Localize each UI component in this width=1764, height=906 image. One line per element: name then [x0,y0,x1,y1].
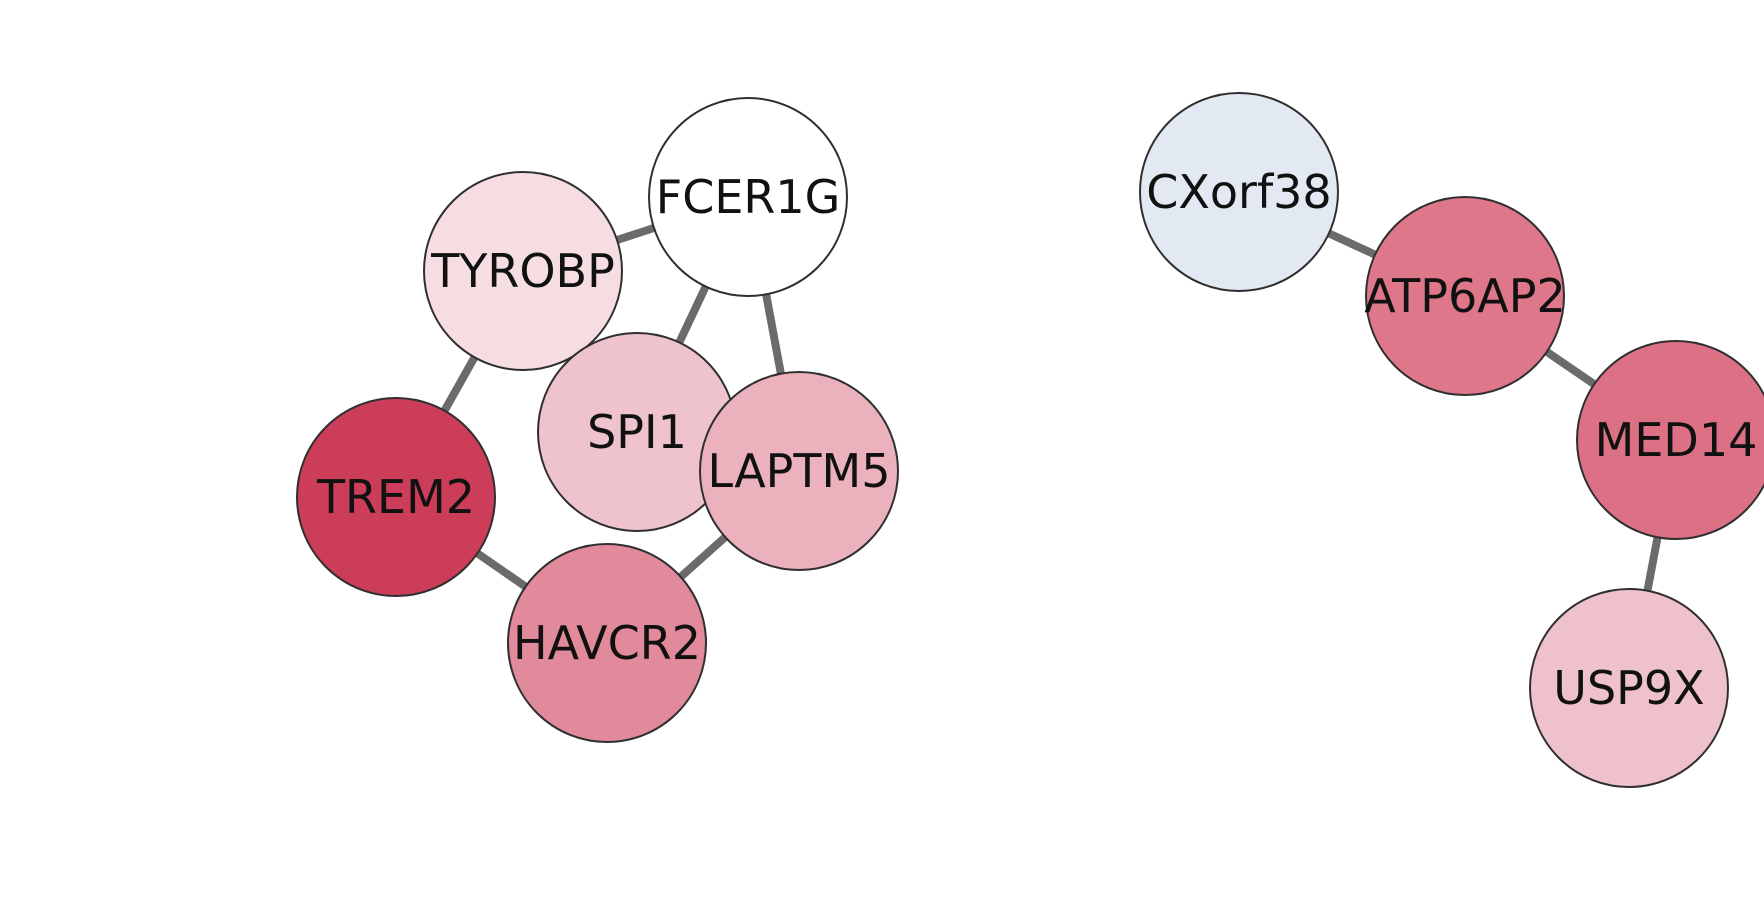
node-label-fcer1g: FCER1G [656,170,841,224]
node-tyrobp[interactable]: TYROBP [423,171,623,371]
node-cxorf38[interactable]: CXorf38 [1139,92,1339,292]
node-circle-fcer1g [648,97,848,297]
node-circle-laptm5 [699,371,899,571]
node-label-cxorf38: CXorf38 [1146,165,1331,219]
node-circle-havcr2 [507,543,707,743]
node-circle-tyrobp [423,171,623,371]
node-label-havcr2: HAVCR2 [513,616,701,670]
node-atp6ap2[interactable]: ATP6AP2 [1364,196,1566,396]
node-usp9x[interactable]: USP9X [1529,588,1729,788]
node-label-atp6ap2: ATP6AP2 [1364,269,1565,323]
node-circle-trem2 [296,397,496,597]
node-label-laptm5: LAPTM5 [708,444,891,498]
node-label-spi1: SPI1 [587,405,687,459]
node-label-med14: MED14 [1595,413,1758,467]
node-label-usp9x: USP9X [1553,661,1704,715]
node-circle-usp9x [1529,588,1729,788]
node-med14[interactable]: MED14 [1576,340,1764,540]
node-havcr2[interactable]: HAVCR2 [507,543,707,743]
node-label-tyrobp: TYROBP [430,244,615,298]
node-circle-med14 [1576,340,1764,540]
node-fcer1g[interactable]: FCER1G [648,97,848,297]
node-label-trem2: TREM2 [316,470,475,524]
node-circle-atp6ap2 [1365,196,1565,396]
node-trem2[interactable]: TREM2 [296,397,496,597]
node-laptm5[interactable]: LAPTM5 [699,371,899,571]
node-spi1[interactable]: SPI1 [537,332,737,532]
node-circle-cxorf38 [1139,92,1339,292]
